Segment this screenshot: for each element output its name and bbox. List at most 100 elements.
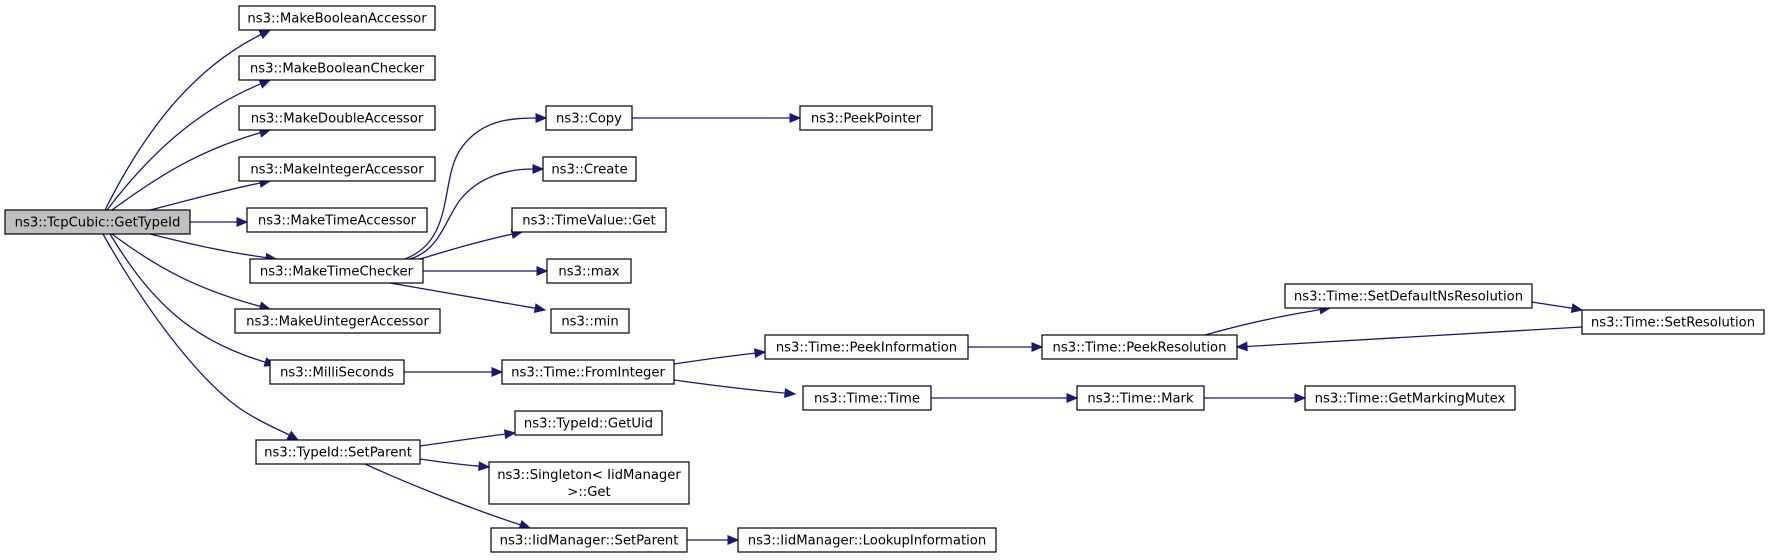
node-label: ns3::Time::Time	[814, 392, 920, 407]
edge-line	[1246, 326, 1583, 348]
node-setdefns[interactable]: ns3::Time::SetDefaultNsResolution	[1284, 283, 1533, 309]
node-box	[234, 308, 441, 334]
edge-line	[109, 233, 266, 363]
node-fromint[interactable]: ns3::Time::FromInteger	[501, 359, 675, 385]
node-peekres[interactable]: ns3::Time::PeekResolution	[1041, 334, 1238, 360]
node-box	[490, 527, 688, 553]
edge-root-to-mkdblacc	[111, 128, 272, 211]
node-box	[255, 439, 421, 465]
edge-line	[673, 379, 786, 394]
node-getmutex[interactable]: ns3::Time::GetMarkingMutex	[1304, 385, 1516, 411]
arrow-head-icon	[286, 430, 300, 441]
arrow-head-icon	[727, 535, 740, 545]
node-timetime[interactable]: ns3::Time::Time	[802, 385, 932, 411]
node-setres[interactable]: ns3::Time::SetResolution	[1581, 309, 1765, 335]
edge-line	[1531, 301, 1573, 309]
node-tvget[interactable]: ns3::TimeValue::Get	[511, 207, 667, 233]
node-box	[1304, 385, 1516, 411]
node-label: ns3::MakeTimeAccessor	[258, 214, 417, 229]
edge-setparent-to-getuid	[419, 429, 517, 447]
arrow-head-icon	[504, 429, 517, 440]
node-peekptr[interactable]: ns3::PeekPointer	[799, 105, 933, 131]
edge-setdefns-to-setres	[1531, 301, 1584, 314]
node-peekinfo[interactable]: ns3::Time::PeekInformation	[764, 334, 969, 360]
node-label: >::Get	[567, 485, 610, 500]
node-label: ns3::Singleton< IidManager	[497, 468, 681, 483]
node-label: ns3::Copy	[556, 112, 622, 127]
node-label: ns3::Create	[551, 163, 627, 178]
node-min[interactable]: ns3::min	[550, 308, 630, 334]
arrow-head-icon	[536, 266, 549, 276]
node-label: ns3::TimeValue::Get	[522, 214, 655, 229]
node-mark[interactable]: ns3::Time::Mark	[1076, 385, 1205, 411]
node-box	[238, 156, 436, 182]
edge-line	[111, 132, 261, 211]
node-box	[1284, 283, 1533, 309]
node-getuid[interactable]: ns3::TypeId::GetUid	[514, 410, 663, 436]
call-nodes: ns3::TcpCubic::GetTypeId ns3::MakeBoolean…	[4, 5, 1765, 553]
arrow-head-icon	[491, 367, 504, 377]
edge-setres-to-peekres	[1235, 326, 1583, 352]
edge-line	[364, 463, 521, 526]
edge-root-to-mkintacc	[149, 178, 272, 211]
node-max[interactable]: ns3::max	[546, 258, 632, 284]
node-label: ns3::MakeBooleanChecker	[250, 62, 425, 77]
node-label: ns3::min	[561, 315, 618, 330]
edge-mark-to-getmutex	[1204, 393, 1307, 403]
node-label: ns3::MakeIntegerAccessor	[250, 163, 424, 178]
edge-line	[111, 233, 261, 308]
edge-line	[409, 168, 534, 260]
arrow-head-icon	[1294, 393, 1307, 403]
node-box	[501, 359, 675, 385]
node-mkdblacc[interactable]: ns3::MakeDoubleAccessor	[238, 105, 436, 131]
node-millisec[interactable]: ns3::MilliSeconds	[269, 359, 405, 385]
edge-line	[104, 33, 262, 211]
node-mkboolchk[interactable]: ns3::MakeBooleanChecker	[238, 55, 436, 81]
node-label: ns3::max	[558, 265, 619, 280]
edge-mktimechk-to-tvget	[419, 229, 524, 260]
node-box	[550, 308, 630, 334]
edge-iidsetparent-to-lookup	[687, 535, 740, 545]
node-iidsetparent[interactable]: ns3::IidManager::SetParent	[490, 527, 688, 553]
node-label: ns3::Time::PeekResolution	[1053, 341, 1227, 356]
node-box	[514, 410, 663, 436]
node-setparent[interactable]: ns3::TypeId::SetParent	[255, 439, 421, 465]
edge-peekres-to-setdefns	[1204, 304, 1332, 336]
node-label: ns3::Time::GetMarkingMutex	[1315, 392, 1506, 407]
node-box	[238, 105, 436, 131]
node-box	[1041, 334, 1238, 360]
node-mktimechk[interactable]: ns3::MakeTimeChecker	[249, 258, 424, 284]
node-box	[246, 207, 428, 233]
edge-line	[106, 83, 262, 211]
edge-mktimechk-to-create	[409, 164, 545, 260]
node-label: ns3::Time::FromInteger	[511, 366, 665, 381]
node-box	[238, 55, 436, 81]
arrow-head-icon	[1570, 303, 1584, 314]
arrow-head-icon	[784, 388, 797, 399]
node-box	[1076, 385, 1205, 411]
node-root[interactable]: ns3::TcpCubic::GetTypeId	[4, 209, 191, 235]
node-label: ns3::Time::SetDefaultNsResolution	[1294, 290, 1523, 305]
arrow-head-icon	[258, 29, 272, 40]
node-box	[238, 5, 436, 31]
arrow-head-icon	[236, 217, 249, 227]
node-lookup[interactable]: ns3::IidManager::LookupInformation	[737, 527, 997, 553]
edge-mktimechk-to-max	[423, 266, 549, 276]
node-singleton[interactable]: ns3::Singleton< IidManager>::Get	[488, 461, 690, 505]
node-box	[488, 461, 690, 505]
node-box	[546, 258, 632, 284]
node-create[interactable]: ns3::Create	[542, 156, 637, 182]
node-copy[interactable]: ns3::Copy	[545, 105, 633, 131]
arrow-head-icon	[1031, 342, 1044, 352]
node-box	[737, 527, 997, 553]
node-mkintacc[interactable]: ns3::MakeIntegerAccessor	[238, 156, 436, 182]
edge-line	[419, 233, 513, 260]
edge-line	[673, 352, 756, 365]
node-label: ns3::MakeDoubleAccessor	[251, 112, 424, 127]
edge-root-to-millisec	[109, 233, 277, 367]
node-mktimeacc[interactable]: ns3::MakeTimeAccessor	[246, 207, 428, 233]
node-mkboolacc[interactable]: ns3::MakeBooleanAccessor	[238, 5, 436, 31]
arrow-head-icon	[1066, 393, 1079, 403]
node-mkuintacc[interactable]: ns3::MakeUintegerAccessor	[234, 308, 441, 334]
edge-line	[149, 182, 261, 211]
